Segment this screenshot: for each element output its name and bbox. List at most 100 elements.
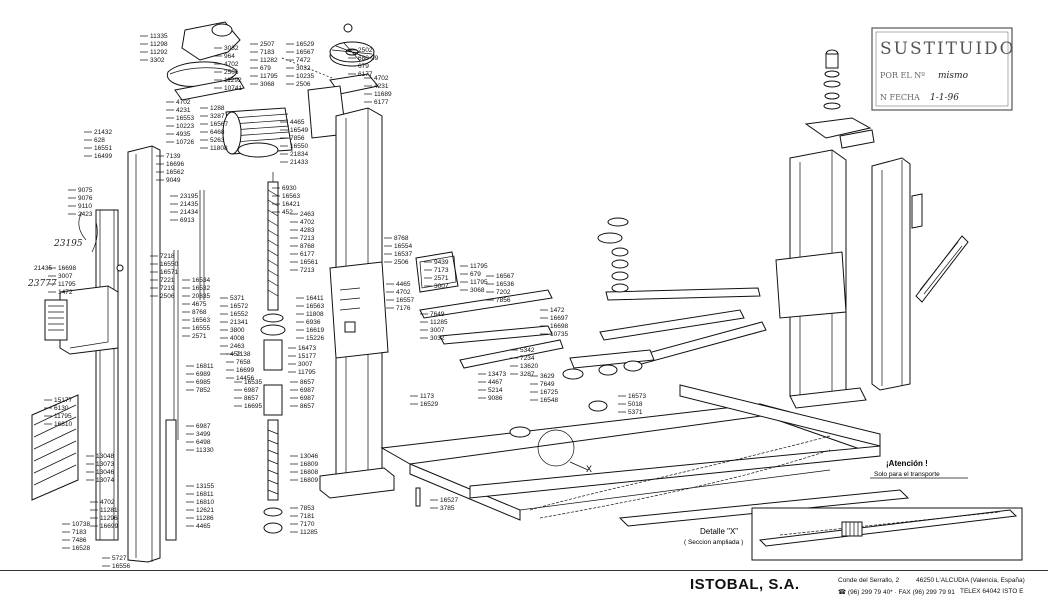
- part-number-label: 11281: [100, 507, 118, 514]
- part-number-label: 3800: [230, 327, 245, 334]
- rod: [173, 250, 179, 440]
- part-number-label: 4231: [374, 83, 389, 90]
- part-number-label: 8657: [244, 395, 259, 402]
- part-number-label: 7218: [160, 253, 175, 260]
- handwritten-note: 21435: [34, 265, 52, 272]
- part-number-label: 3007: [430, 327, 445, 334]
- part-number-label: 16552: [230, 311, 248, 318]
- part-number-label: 16548: [540, 397, 558, 404]
- part-number-label: 6177: [358, 71, 373, 78]
- detail-title: Detalle "X": [700, 527, 738, 536]
- part-number-label: 7183: [260, 49, 275, 56]
- part-number-label: 2463: [230, 343, 245, 350]
- part-number-label: 8768: [192, 309, 207, 316]
- floor-frame: [380, 384, 910, 527]
- substitution-stamp: SUSTITUIDO POR EL Nº mismo N FECHA 1-1-9…: [871, 27, 1014, 111]
- part-number-label: 6913: [180, 217, 195, 224]
- part-number-label: 2506: [224, 69, 239, 76]
- part-number-label: 11285: [430, 319, 448, 326]
- part-number-label: 2571: [192, 333, 207, 340]
- footer-phone: ☎ (96) 299 79 40* · FAX (96) 299 79 91: [838, 589, 955, 596]
- part-number-label: 3032: [430, 335, 445, 342]
- part-number-label: 6985: [196, 379, 211, 386]
- part-number-label: 679: [470, 271, 481, 278]
- part-number-label: 3032: [296, 65, 311, 72]
- part-number-label: 16699: [236, 367, 254, 374]
- part-number-label: 4702: [396, 289, 411, 296]
- part-number-label: 3007: [58, 273, 73, 280]
- part-number-label: 8657: [300, 379, 315, 386]
- part-number-label: 2506: [296, 81, 311, 88]
- part-number-label: 11808: [306, 311, 324, 318]
- part-number-label: 4702: [100, 499, 115, 506]
- part-number-label: 4675: [192, 301, 207, 308]
- part-number-label: 16532: [192, 285, 210, 292]
- part-number-label: 3007: [298, 361, 313, 368]
- part-number-label: 4935: [176, 131, 191, 138]
- part-number-label: 16567: [296, 49, 314, 56]
- part-number-label: 6987: [300, 387, 315, 394]
- part-number-label: 7472: [296, 57, 311, 64]
- part-number-label: 4702: [374, 75, 389, 82]
- part-number-label: 7139: [166, 153, 181, 160]
- part-number-label: 16411: [306, 295, 324, 302]
- rod: [165, 419, 177, 541]
- part-number-label: 16563: [282, 193, 300, 200]
- part-number-label: 16473: [298, 345, 316, 352]
- part-number-label: 11808: [210, 145, 228, 152]
- footer-telex: TELEX 64042 ISTO E: [960, 588, 1024, 595]
- part-number-label: 1288: [210, 105, 225, 112]
- part-number-label: 7219: [160, 285, 175, 292]
- part-number-label: 7213: [300, 235, 315, 242]
- footer-rule: [0, 570, 1048, 571]
- part-number-label: 5018: [628, 401, 643, 408]
- part-number-label: 21432: [94, 129, 112, 136]
- part-number-label: 11795: [54, 413, 72, 420]
- part-number-label: 16499: [94, 153, 112, 160]
- part-number-label: 6989: [196, 371, 211, 378]
- part-number-label: 1472: [58, 289, 73, 296]
- part-number-label: 15177: [54, 397, 72, 404]
- part-number-label: 7202: [496, 289, 511, 296]
- part-number-label: 4702: [300, 219, 315, 226]
- bolt-line: [281, 57, 333, 79]
- part-number-label: 16696: [166, 161, 184, 168]
- part-number-labels: 1133511298112923302303296447022506112921…: [44, 33, 646, 570]
- part-number-label: 10726: [176, 139, 194, 146]
- part-number-label: 6987: [244, 387, 259, 394]
- footer-address-2: 46250 L'ALCUDIA (Valencia, España): [916, 577, 1025, 584]
- part-number-label: 16535: [244, 379, 262, 386]
- part-number-label: 3287: [520, 371, 535, 378]
- part-number-label: 679: [260, 65, 271, 72]
- part-number-label: 11298: [150, 41, 168, 48]
- part-number-label: 7213: [300, 267, 315, 274]
- part-number-label: 9110: [78, 203, 92, 210]
- part-number-label: 9075: [78, 187, 93, 194]
- part-number-label: 4702: [224, 61, 239, 68]
- part-number-label: 21435: [180, 201, 198, 208]
- motor-assembly: [166, 21, 293, 158]
- part-number-label: 10235: [296, 73, 314, 80]
- detail-x-leader: [569, 461, 589, 471]
- attention-title: ¡Atención !: [886, 459, 928, 468]
- part-number-label: 7234: [520, 355, 535, 362]
- part-number-label: 11292: [224, 77, 242, 84]
- part-number-label: 15177: [298, 353, 316, 360]
- part-number-label: 2571: [434, 275, 449, 282]
- part-number-label: 11795: [470, 263, 488, 270]
- part-number-label: 6930: [282, 185, 297, 192]
- ramp-left: [31, 394, 79, 501]
- part-number-label: 16553: [176, 115, 194, 122]
- part-number-label: 964: [224, 53, 235, 60]
- anchor-bolt: [415, 487, 421, 507]
- part-number-label: 10738: [72, 521, 90, 528]
- part-number-label: 16811: [196, 363, 214, 370]
- part-number-label: 11689: [374, 91, 392, 98]
- stamp-line1-value: mismo: [938, 71, 969, 81]
- right-column: [775, 149, 969, 409]
- part-number-label: 13048: [96, 453, 114, 460]
- part-number-label: 10223: [176, 123, 194, 130]
- detail-x-box: [751, 507, 1023, 561]
- part-number-label: 7183: [72, 529, 87, 536]
